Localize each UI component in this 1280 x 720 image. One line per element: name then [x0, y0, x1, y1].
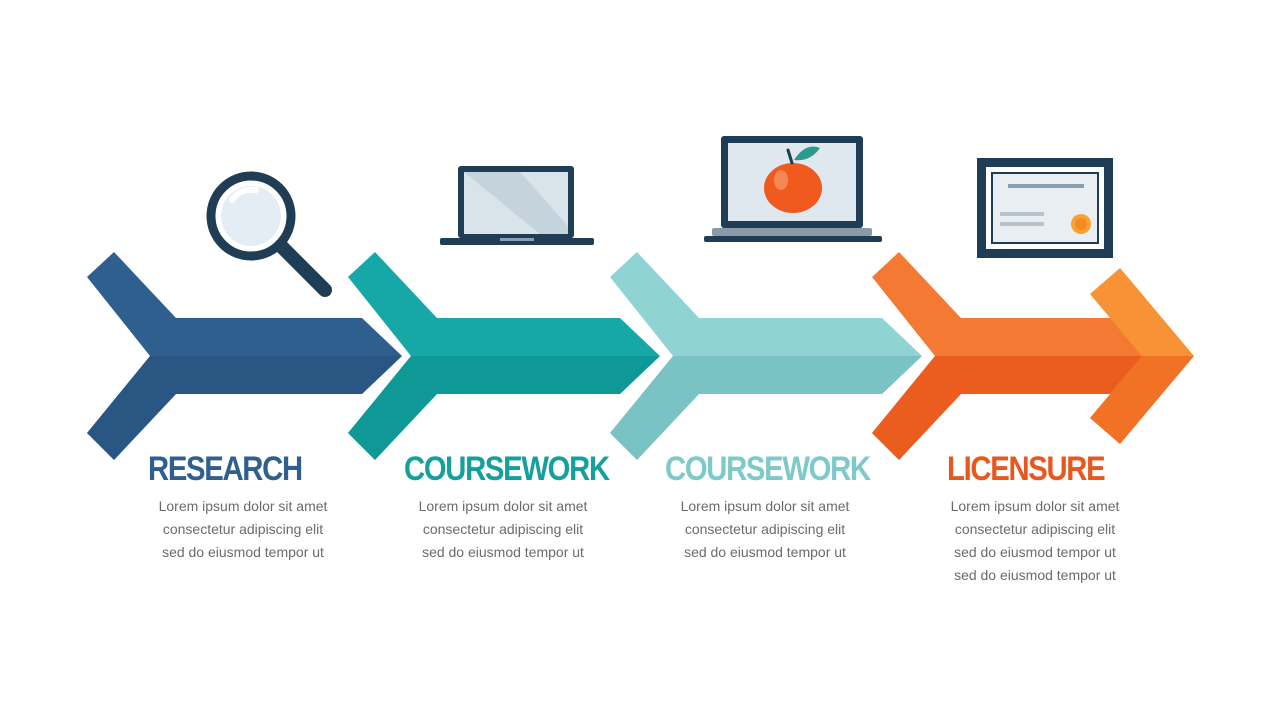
- stage-title-coursework-1: COURSEWORK: [404, 450, 610, 488]
- apple-icon: [764, 146, 822, 213]
- laptop-apple-icon: [704, 136, 882, 242]
- arrow-research: [87, 252, 402, 460]
- stage-description-coursework-2: Lorem ipsum dolor sit amet consectetur a…: [680, 498, 850, 560]
- stage-title-research: RESEARCH: [148, 450, 303, 488]
- stage-title-coursework-2: COURSEWORK: [665, 450, 871, 488]
- arrow-coursework-1: [348, 252, 660, 460]
- stage-description-research: Lorem ipsum dolor sit amet consectetur a…: [158, 498, 328, 560]
- laptop-icon: [440, 166, 594, 245]
- certificate-icon: [977, 158, 1113, 258]
- stage-description-coursework-1: Lorem ipsum dolor sit amet consectetur a…: [418, 498, 588, 560]
- arrow-coursework-2: [610, 252, 922, 460]
- arrow-licensure: [872, 252, 1194, 460]
- stage-description-licensure: Lorem ipsum dolor sit amet consectetur a…: [950, 498, 1120, 583]
- magnifying-glass-icon: [206, 171, 332, 297]
- stage-title-licensure: LICENSURE: [947, 450, 1106, 488]
